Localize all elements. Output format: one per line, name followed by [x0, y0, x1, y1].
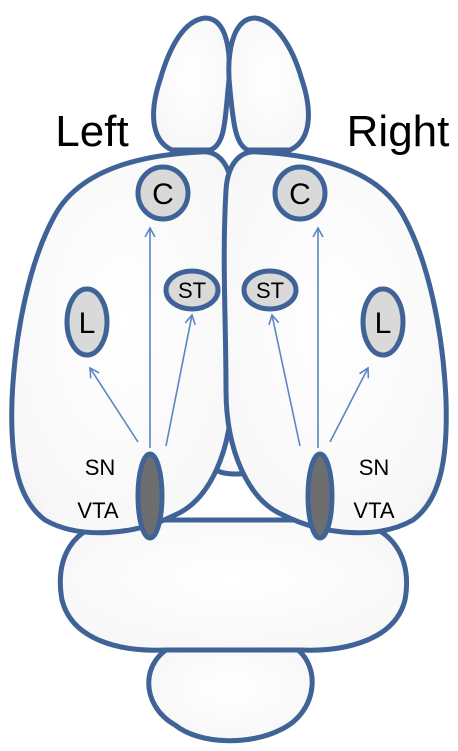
- right-olfactory-bulb-shape: [229, 18, 309, 150]
- left-hemisphere-shape: [12, 152, 234, 533]
- left-olfactory-bulb-shape: [154, 18, 230, 150]
- left-vta-label: VTA: [77, 498, 118, 523]
- left-hemisphere-label: Left: [55, 107, 128, 156]
- left-source-region: [138, 454, 162, 538]
- left-striatum-label: ST: [178, 278, 206, 303]
- right-sn-label: SN: [359, 455, 390, 480]
- right-source-region: [308, 454, 332, 538]
- right-lateral-label: L: [375, 307, 392, 340]
- midbrain-shape: [60, 520, 406, 650]
- left-lateral-label: L: [79, 307, 96, 340]
- right-hemisphere-shape: [224, 152, 446, 533]
- right-cortex-label: C: [289, 178, 311, 211]
- left-cortex-label: C: [152, 178, 174, 211]
- right-hemisphere-label: Right: [347, 107, 450, 156]
- right-vta-label: VTA: [353, 498, 394, 523]
- left-sn-label: SN: [85, 455, 116, 480]
- cerebellum-shape: [149, 645, 312, 741]
- right-striatum-label: ST: [256, 278, 284, 303]
